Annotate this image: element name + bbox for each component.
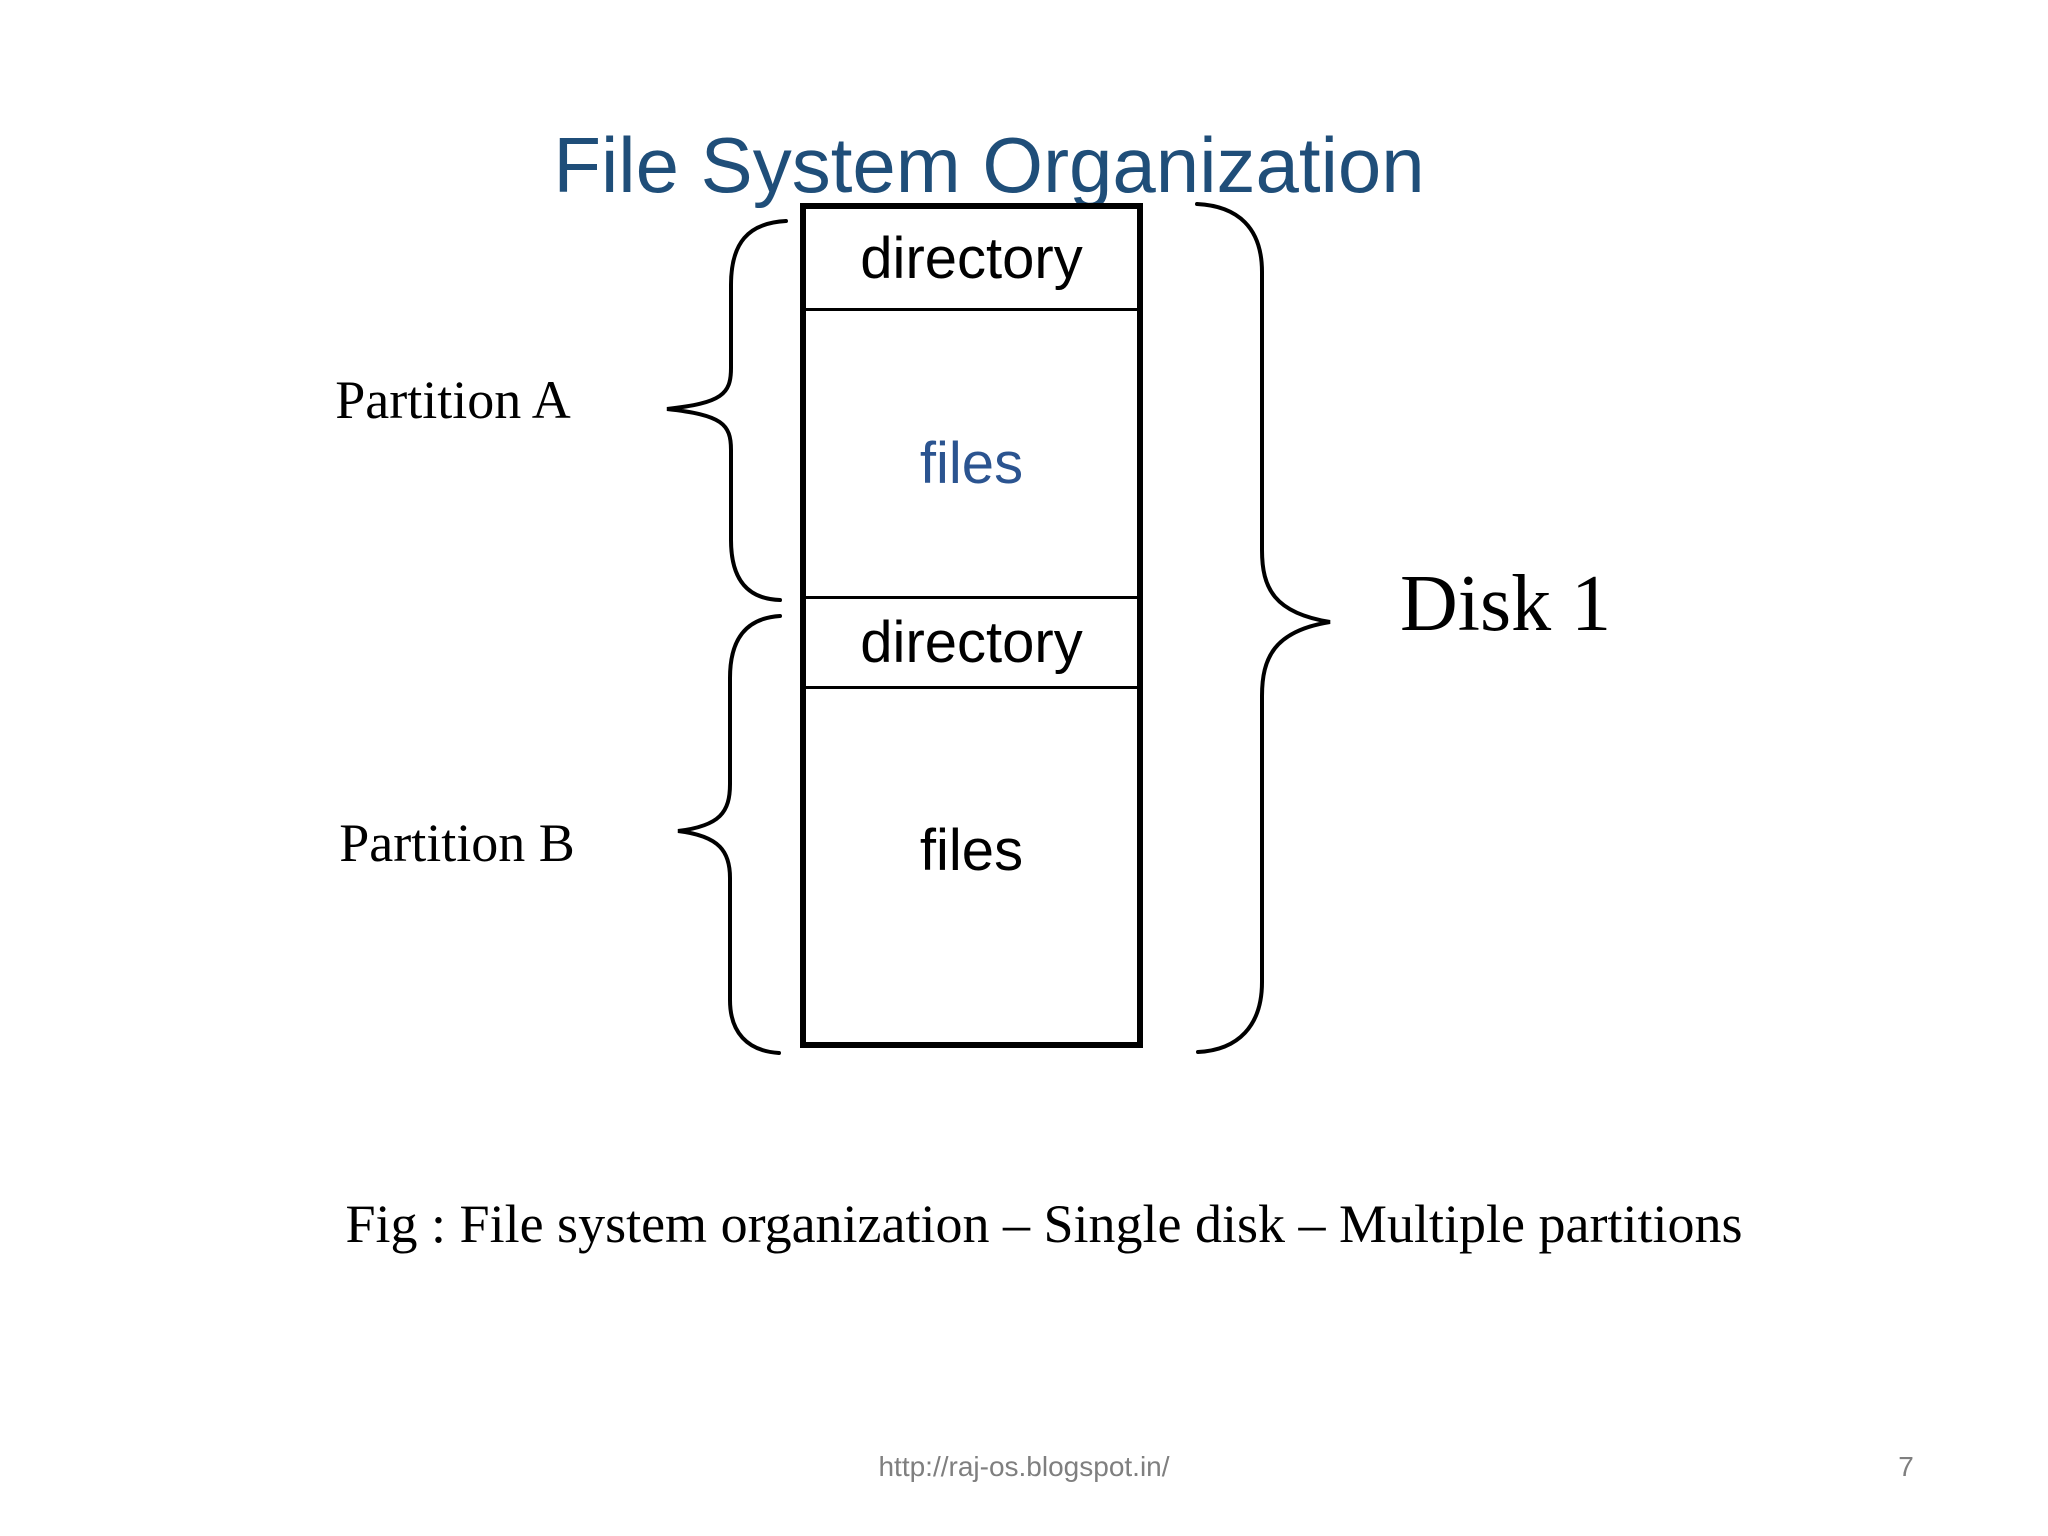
partition-a-brace <box>666 219 788 602</box>
section-directory-2: directory <box>806 599 1137 686</box>
partition-a-label: Partition A <box>335 370 571 430</box>
section-files-1-label: files <box>919 431 1024 496</box>
disk-brace <box>1195 202 1331 1054</box>
section-divider-1 <box>806 308 1137 311</box>
section-files-1: files <box>806 311 1137 596</box>
section-divider-3 <box>806 686 1137 689</box>
disk-label: Disk 1 <box>1400 560 1612 648</box>
page-number: 7 <box>1898 1451 1914 1482</box>
section-directory-2-label: directory <box>860 610 1083 675</box>
partition-b-brace <box>677 614 782 1055</box>
section-directory-1: directory <box>806 209 1137 308</box>
section-divider-2 <box>806 596 1137 599</box>
section-directory-1-label: directory <box>860 226 1083 291</box>
footer-url: http://raj-os.blogspot.in/ <box>878 1451 1170 1482</box>
slide-title: File System Organization <box>553 121 1425 209</box>
partition-b-label: Partition B <box>339 813 575 873</box>
figure-caption: Fig : File system organization – Single … <box>345 1194 1743 1254</box>
section-files-2-label: files <box>919 818 1024 883</box>
section-files-2: files <box>806 689 1137 1042</box>
disk-rectangle: directory files directory files <box>800 203 1143 1048</box>
